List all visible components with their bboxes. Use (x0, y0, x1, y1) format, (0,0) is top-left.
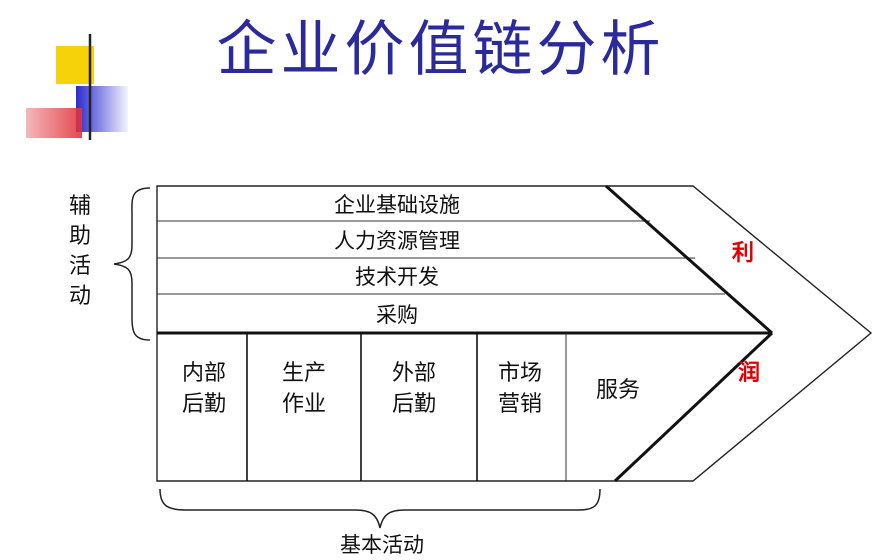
primary-brace (159, 488, 601, 529)
deco-yellow-square (56, 46, 94, 84)
primary-outbound-line1: 外部 (392, 361, 436, 386)
primary-service: 服务 (596, 378, 640, 403)
support-row-tech: 技术开发 (355, 265, 439, 289)
primary-group-label: 基本活动 (340, 533, 424, 557)
support-label-char-3: 活 (69, 254, 91, 279)
deco-red-square (26, 108, 82, 138)
page-title: 企业价值链分析 (216, 15, 665, 85)
support-row-procurement: 采购 (376, 303, 418, 327)
support-row-hr: 人力资源管理 (334, 229, 460, 253)
margin-lower-edge (613, 331, 774, 483)
primary-operations-line1: 生产 (282, 361, 326, 386)
support-label-char-1: 辅 (69, 194, 91, 219)
primary-inbound-line1: 内部 (182, 361, 226, 386)
primary-operations-line2: 作业 (282, 392, 326, 417)
margin-label-bottom: 润 (738, 360, 760, 386)
chain-outline (156, 185, 873, 482)
primary-marketing-line2: 营销 (498, 392, 542, 417)
support-label-char-2: 助 (69, 224, 91, 249)
margin-upper-edge (605, 184, 773, 335)
support-brace (113, 187, 151, 341)
primary-inbound-line2: 后勤 (182, 392, 226, 417)
margin-label-top: 利 (732, 241, 754, 266)
deco-blue-square (76, 86, 128, 132)
primary-outbound-line2: 后勤 (392, 392, 436, 417)
support-row-infrastructure: 企业基础设施 (334, 193, 460, 217)
primary-marketing-line1: 市场 (498, 361, 542, 386)
support-label-char-4: 动 (69, 284, 91, 309)
